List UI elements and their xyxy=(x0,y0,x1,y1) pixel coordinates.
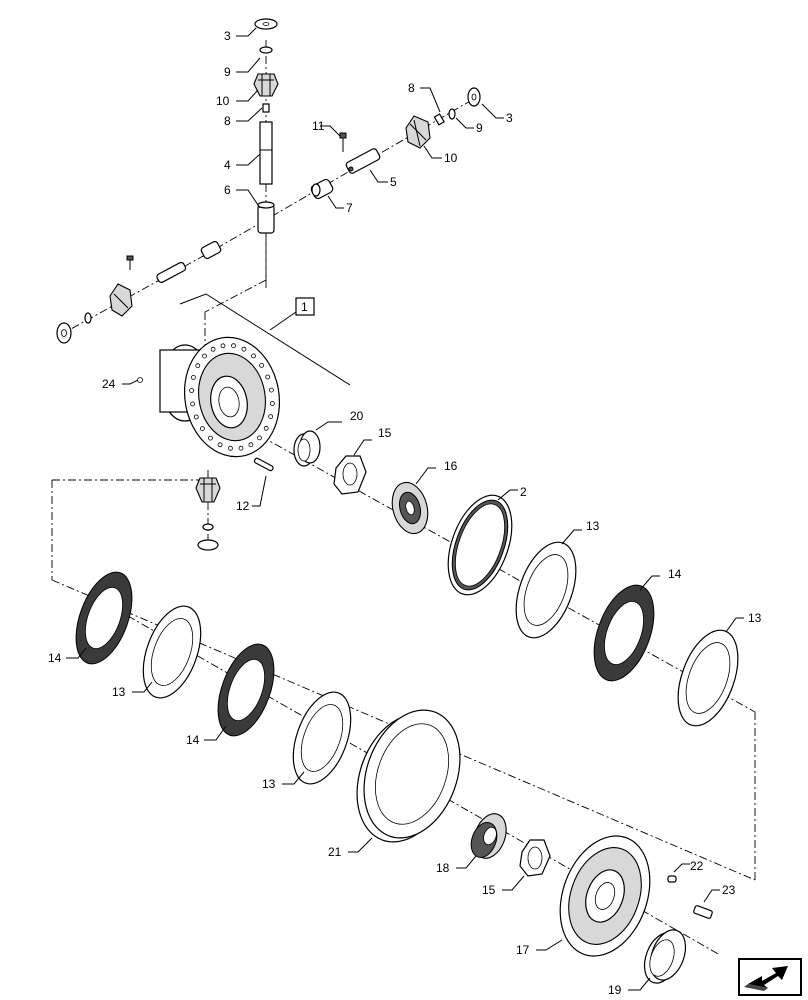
snap-ring-9b xyxy=(448,108,456,120)
bolt-hole xyxy=(238,445,244,451)
bolt-hole xyxy=(190,374,196,380)
callout-23: 23 xyxy=(722,883,736,897)
callout-13a: 13 xyxy=(586,519,600,533)
side-pinion-lower xyxy=(195,477,221,551)
callout-5: 5 xyxy=(390,175,397,189)
brake-hub-21 xyxy=(356,709,461,843)
sleeve-6 xyxy=(257,204,275,234)
callout-11: 11 xyxy=(312,119,325,133)
callout-10b: 10 xyxy=(444,151,458,165)
separator-plate-13d xyxy=(292,691,352,785)
arrow-glyph xyxy=(744,966,788,991)
callout-13b: 13 xyxy=(748,611,762,625)
callout-10a: 10 xyxy=(216,94,230,108)
callout-20: 20 xyxy=(350,409,364,423)
friction-disc-14c xyxy=(217,643,275,737)
pin-24 xyxy=(137,377,143,383)
bolt-hole xyxy=(202,353,207,359)
bolt-hole xyxy=(195,363,201,369)
callout-9a: 9 xyxy=(224,65,231,79)
callout-21: 21 xyxy=(328,845,342,859)
pinion-gear-10b xyxy=(405,115,431,149)
friction-disc-14b xyxy=(75,571,133,665)
separator-plate-13b xyxy=(677,629,739,727)
bolt-hole xyxy=(189,388,195,393)
spacer-8a xyxy=(262,103,270,113)
friction-disc-14a xyxy=(593,584,655,682)
pin-22 xyxy=(667,875,677,883)
separator-plate-13c xyxy=(142,605,202,699)
callout-7: 7 xyxy=(346,201,353,215)
snap-ring-9a xyxy=(259,46,273,54)
bolt-hole xyxy=(220,343,226,349)
left-shaft-ghost xyxy=(56,240,222,344)
cross-shaft-assembly xyxy=(310,87,481,200)
seal-19 xyxy=(643,929,687,984)
bushing-7 xyxy=(310,178,334,200)
shaft-5 xyxy=(345,148,381,174)
callout-15b: 15 xyxy=(482,883,496,897)
bolt-hole xyxy=(263,425,269,431)
spacer-8b xyxy=(433,113,445,126)
callout-14a: 14 xyxy=(668,567,682,581)
bolt-hole xyxy=(251,353,256,359)
callout-15a: 15 xyxy=(378,426,392,440)
cover-17 xyxy=(559,835,651,957)
pinion-shaft-assembly-vertical xyxy=(253,18,279,234)
callout-9b: 9 xyxy=(476,121,483,135)
bolt-hole xyxy=(265,374,271,380)
callout-16: 16 xyxy=(444,459,458,473)
bolt-hole xyxy=(208,435,213,441)
callout-group: 3 9 10 8 4 6 8 11 9 3 10 5 7 1 24 20 15 … xyxy=(48,27,762,997)
callout-17: 17 xyxy=(516,943,530,957)
bolt-hole xyxy=(268,414,274,420)
arrow-icon[interactable] xyxy=(738,958,802,996)
shaft-4 xyxy=(259,121,273,185)
callout-8a: 8 xyxy=(224,114,231,128)
side-gear-16 xyxy=(391,481,429,535)
ring-20 xyxy=(293,430,321,467)
gear-18 xyxy=(470,813,507,859)
bolt-hole xyxy=(257,435,262,441)
callout-3a: 3 xyxy=(224,29,231,43)
callout-6: 6 xyxy=(224,183,231,197)
bolt-11 xyxy=(339,132,347,152)
callout-1: 1 xyxy=(301,300,308,314)
callout-22: 22 xyxy=(690,859,704,873)
callout-14b: 14 xyxy=(48,651,62,665)
bolt-hole xyxy=(259,362,265,368)
bolt-hole xyxy=(210,346,216,352)
callout-19: 19 xyxy=(608,983,622,997)
callout-18: 18 xyxy=(436,861,450,875)
bolt-hole xyxy=(190,401,196,407)
callout-box-1 xyxy=(295,297,315,316)
callout-2: 2 xyxy=(520,485,527,499)
seal-ring-2 xyxy=(447,494,513,596)
separator-plate-13a xyxy=(515,541,577,639)
callout-4: 4 xyxy=(224,158,231,172)
bolt-hole xyxy=(268,387,274,393)
bolt-hole xyxy=(193,414,199,420)
bolt-23 xyxy=(693,905,713,919)
callout-24: 24 xyxy=(102,377,116,391)
pin-12 xyxy=(253,457,274,472)
bolt-hole xyxy=(269,401,275,406)
callout-14c: 14 xyxy=(186,733,200,747)
pinion-gear-10a xyxy=(253,73,279,97)
bolt-hole xyxy=(241,346,247,352)
thrust-washer-15b xyxy=(519,839,551,877)
callout-8b: 8 xyxy=(408,81,415,95)
bolt-hole xyxy=(217,442,223,448)
bolt-hole xyxy=(228,445,233,451)
differential-housing-1 xyxy=(159,293,351,458)
bolt-hole xyxy=(199,426,205,432)
bolt-hole xyxy=(231,343,236,349)
callout-12: 12 xyxy=(236,499,250,513)
callout-13c: 13 xyxy=(112,685,126,699)
callout-3b: 3 xyxy=(506,111,513,125)
bolt-hole xyxy=(248,442,254,448)
thrust-washer-15a xyxy=(333,455,367,495)
callout-13d: 13 xyxy=(262,777,276,791)
